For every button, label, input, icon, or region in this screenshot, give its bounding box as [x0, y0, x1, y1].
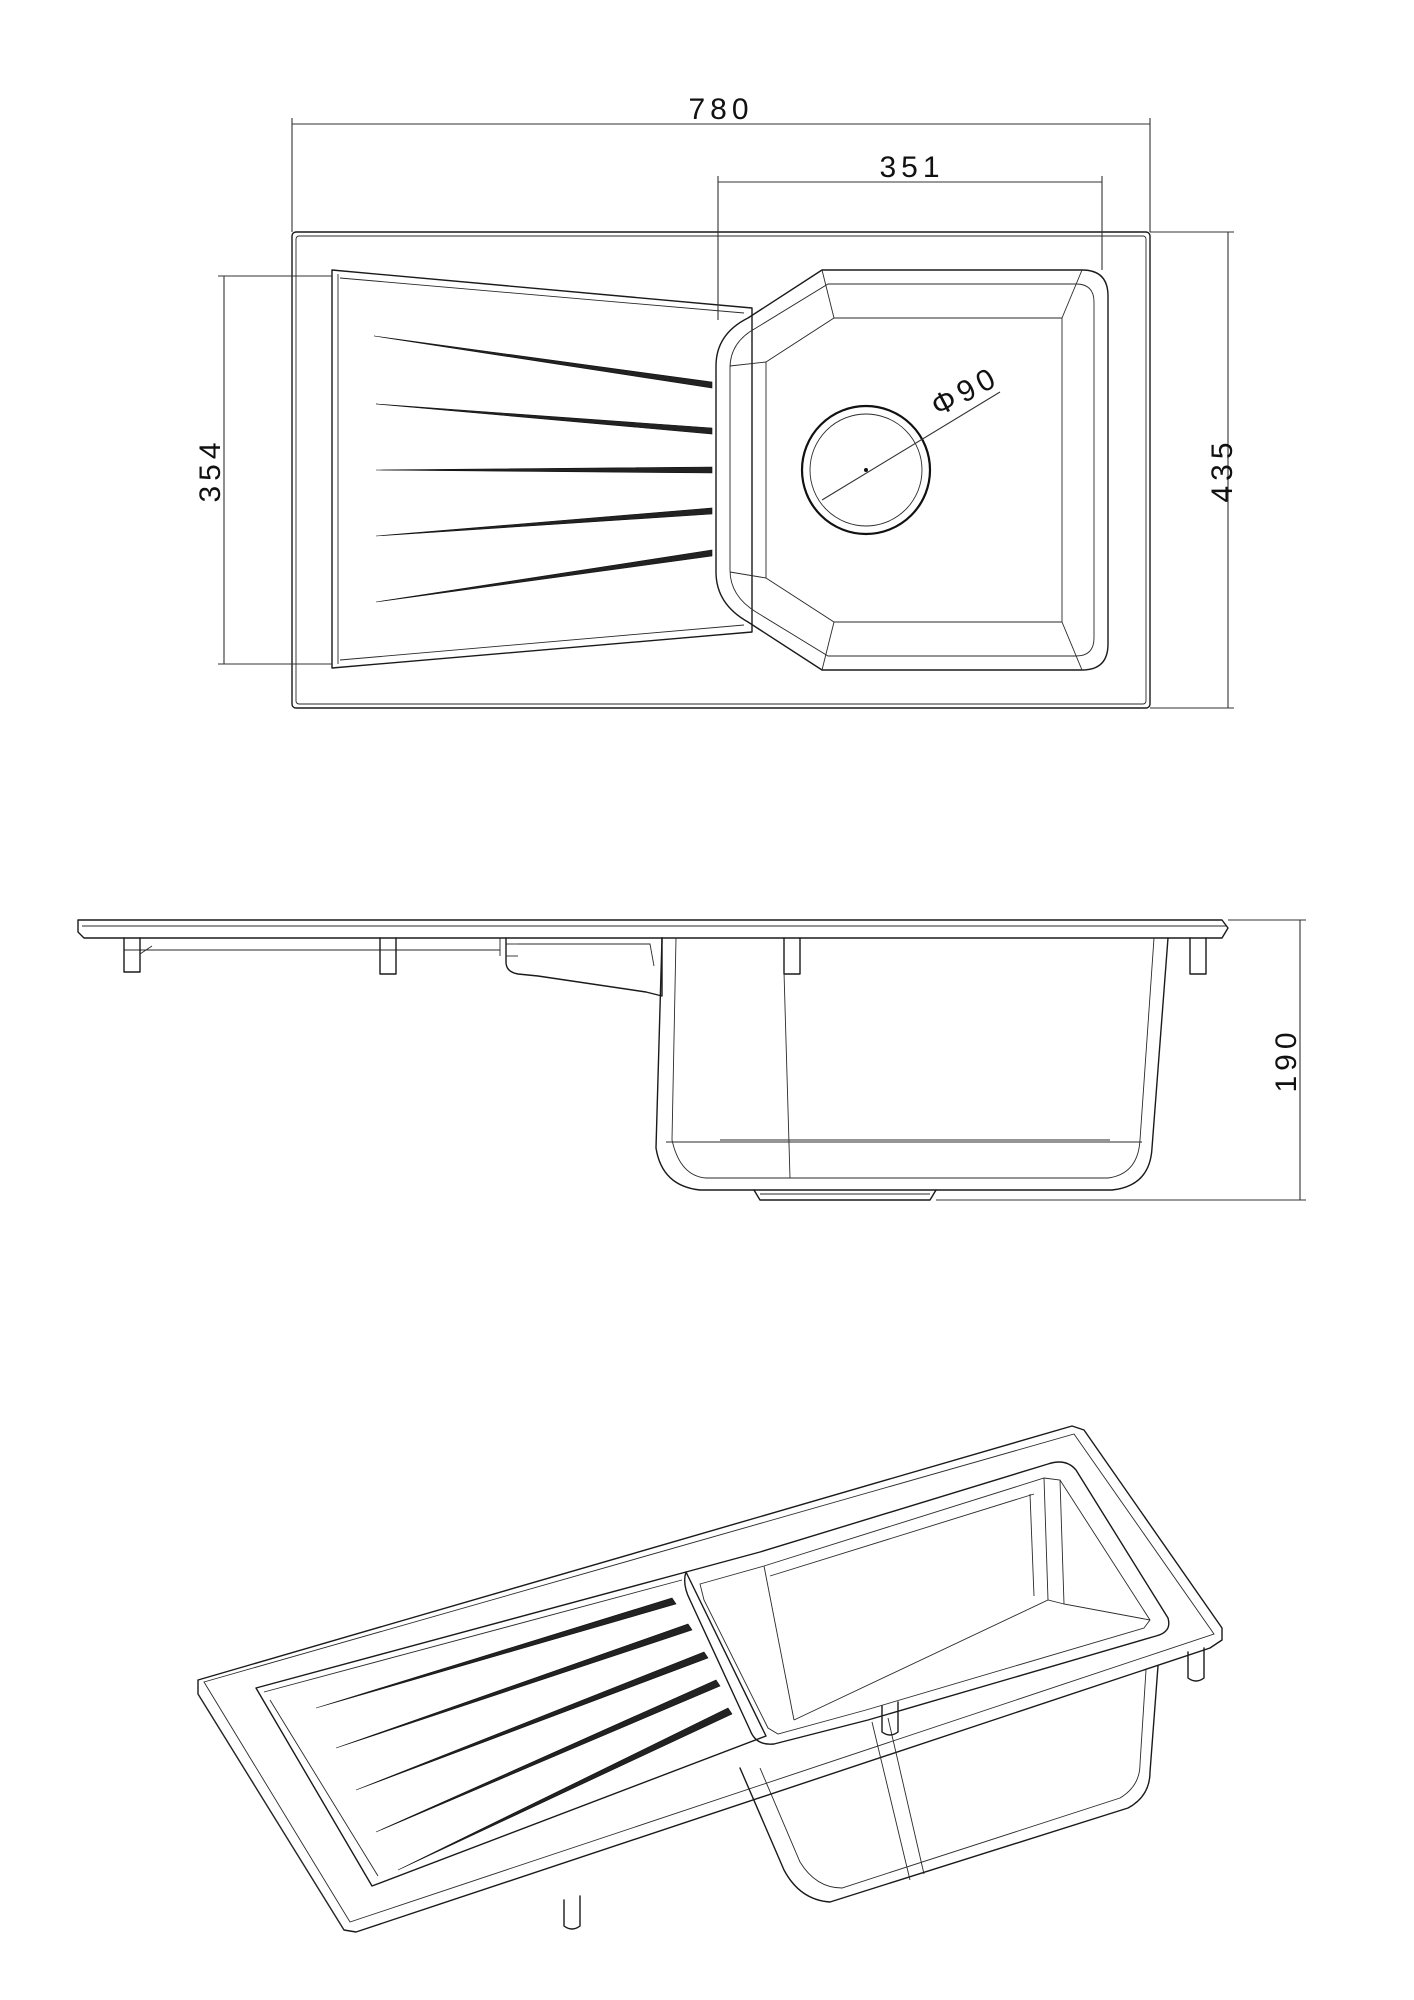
- dimension-overall-depth: 435: [1206, 437, 1239, 502]
- side-view: 190: [77, 919, 1306, 1201]
- sink-outline-top: [291, 231, 1151, 709]
- drain-hole: [800, 404, 932, 536]
- drainer-area: [331, 269, 753, 669]
- drainer-grooves-iso: [315, 1597, 733, 1871]
- dimension-drainer-depth: 354: [194, 437, 227, 502]
- drainer-area-iso: [255, 1571, 767, 1887]
- sink-rim-side: [77, 919, 1229, 939]
- bowl-body-iso: [739, 1665, 1159, 1903]
- dimension-overall-length: 780: [688, 93, 753, 126]
- drain-boss-side: [753, 1189, 937, 1201]
- bowl-outline-top: [715, 269, 1109, 671]
- mounting-legs: [123, 937, 1207, 975]
- sink-outline-iso: [197, 1425, 1223, 1933]
- drainer-grooves: [373, 335, 713, 603]
- bowl-outline-iso: [683, 1461, 1170, 1745]
- dimension-bowl-height: 190: [1270, 1027, 1303, 1092]
- isometric-view: [197, 1425, 1223, 1933]
- top-view: 780 351 354 435 Φ90: [194, 93, 1239, 709]
- overflow-channel: [505, 937, 663, 997]
- mounting-legs-iso: [563, 1647, 1205, 1930]
- dimension-drain-diameter: Φ90: [926, 360, 1005, 423]
- bowl-outline-side: [655, 937, 1169, 1191]
- dimension-bowl-width: 351: [879, 151, 944, 184]
